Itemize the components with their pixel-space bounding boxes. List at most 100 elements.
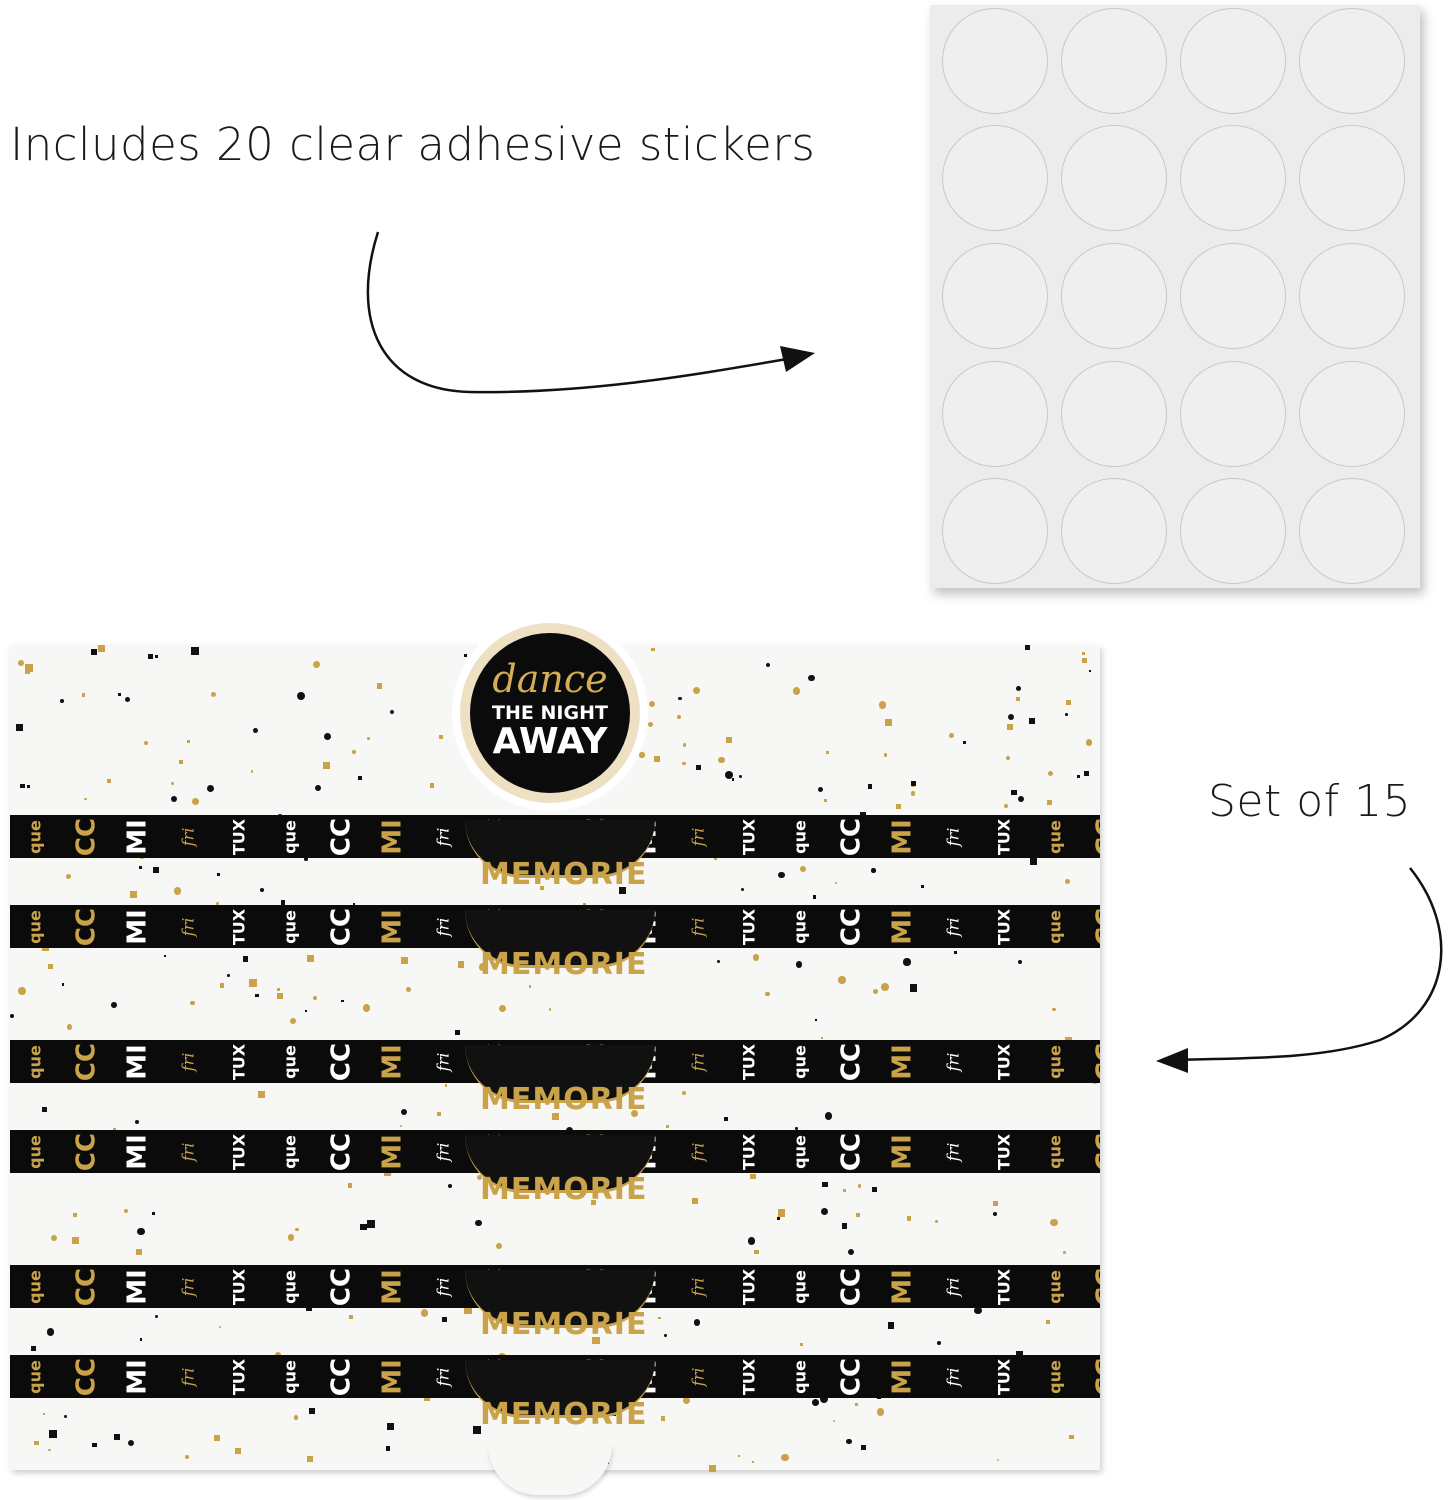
confetti-dot: [664, 1334, 667, 1337]
confetti-dot: [619, 887, 627, 895]
confetti-dot: [739, 774, 743, 778]
band-word: TUX: [229, 818, 249, 855]
confetti-dot: [781, 1453, 789, 1462]
confetti-dot: [439, 734, 443, 739]
confetti-dot: [800, 1342, 804, 1346]
confetti-dot: [1088, 670, 1091, 673]
memories-text: MEMORIE: [480, 1172, 648, 1207]
band-word: que: [25, 1269, 45, 1304]
band-word: fri: [688, 1367, 708, 1386]
confetti-dot: [406, 987, 412, 993]
confetti-dot: [657, 1316, 661, 1320]
band-word: MI: [377, 1268, 408, 1305]
band-word: fri: [943, 1367, 963, 1386]
confetti-dot: [1065, 713, 1068, 716]
confetti-dot: [871, 1187, 878, 1193]
confetti-dot: [280, 900, 286, 905]
confetti-dot: [765, 992, 770, 997]
confetti-dot: [724, 771, 733, 780]
confetti-dot: [138, 866, 142, 870]
band-word: MI: [377, 1133, 408, 1170]
confetti-dot: [855, 1403, 858, 1406]
confetti-dot: [878, 701, 887, 709]
band-word: MI: [887, 1358, 918, 1395]
confetti-dot: [821, 1036, 824, 1039]
sticker-circle: [1180, 361, 1286, 467]
band-word: MI: [887, 1268, 918, 1305]
confetti-dot: [477, 1174, 483, 1180]
confetti-dot: [117, 692, 122, 697]
confetti-dot: [726, 736, 732, 743]
confetti-dot: [42, 1412, 46, 1416]
confetti-dot: [1024, 645, 1031, 651]
confetti-dot: [867, 784, 873, 789]
band-word: fri: [688, 1142, 708, 1161]
band-word: CC: [71, 817, 102, 856]
confetti-dot: [819, 1395, 828, 1404]
confetti-dot: [445, 1084, 448, 1087]
confetti-dot: [250, 770, 254, 773]
confetti-dot: [136, 1248, 143, 1255]
memories-text: MEMORIE: [480, 1307, 648, 1342]
band-word: que: [1045, 819, 1065, 854]
confetti-dot: [1076, 774, 1081, 779]
sticker-circle: [1180, 8, 1286, 114]
band-word: MI: [377, 1043, 408, 1080]
confetti-dot: [454, 1030, 460, 1036]
band-word: MI: [122, 1358, 153, 1395]
confetti-dot: [1082, 652, 1085, 655]
band-word: CC: [326, 1357, 357, 1396]
sticker-circle: [1061, 478, 1167, 584]
band-word: CC: [326, 907, 357, 946]
band-word: fri: [178, 1367, 198, 1386]
sticker-circle: [942, 243, 1048, 349]
confetti-dot: [820, 1208, 828, 1216]
confetti-dot: [352, 903, 355, 906]
confetti-dot: [258, 1091, 266, 1099]
band-word: TUX: [739, 1358, 759, 1395]
confetti-dot: [949, 732, 955, 738]
confetti-dot: [935, 1220, 939, 1224]
confetti-dot: [1085, 739, 1093, 746]
confetti-dot: [362, 1004, 371, 1013]
confetti-dot: [154, 1314, 158, 1318]
confetti-dot: [826, 751, 830, 754]
confetti-dot: [277, 988, 281, 992]
confetti-dot: [682, 743, 687, 747]
band-word: MI: [887, 1133, 918, 1170]
confetti-dot: [179, 759, 183, 764]
confetti-dot: [1048, 770, 1054, 776]
confetti-dot: [314, 784, 321, 791]
confetti-dot: [691, 1198, 698, 1205]
confetti-dot: [304, 1010, 307, 1013]
confetti-dot: [66, 874, 72, 880]
confetti-dot: [287, 1234, 295, 1241]
confetti-dot: [429, 783, 435, 788]
confetti-dot: [15, 723, 24, 732]
confetti-dot: [841, 1223, 848, 1229]
confetti-dot: [630, 1109, 639, 1117]
confetti-dot: [857, 1184, 862, 1188]
band-word: MI: [122, 1043, 153, 1080]
confetti-dot: [1018, 959, 1023, 964]
band-word: que: [1045, 1359, 1065, 1394]
confetti-dot: [448, 1184, 453, 1189]
confetti-dot: [341, 999, 344, 1003]
confetti-dot: [72, 1237, 79, 1245]
band-word: CC: [1091, 1042, 1101, 1081]
band-word: TUX: [229, 1133, 249, 1170]
confetti-dot: [1081, 657, 1087, 663]
band-word: TUX: [739, 1268, 759, 1305]
band-word: que: [280, 909, 300, 944]
confetti-dot: [171, 782, 175, 786]
confetti-dot: [885, 718, 893, 726]
confetti-dot: [832, 1419, 835, 1422]
badge-line2: AWAY: [492, 721, 608, 762]
confetti-dot: [307, 954, 315, 962]
confetti-dot: [112, 1128, 116, 1132]
confetti-dot: [91, 1442, 97, 1448]
confetti-dot: [1046, 800, 1052, 805]
confetti-dot: [871, 868, 876, 873]
sticker-circle: [942, 361, 1048, 467]
confetti-dot: [883, 753, 888, 757]
